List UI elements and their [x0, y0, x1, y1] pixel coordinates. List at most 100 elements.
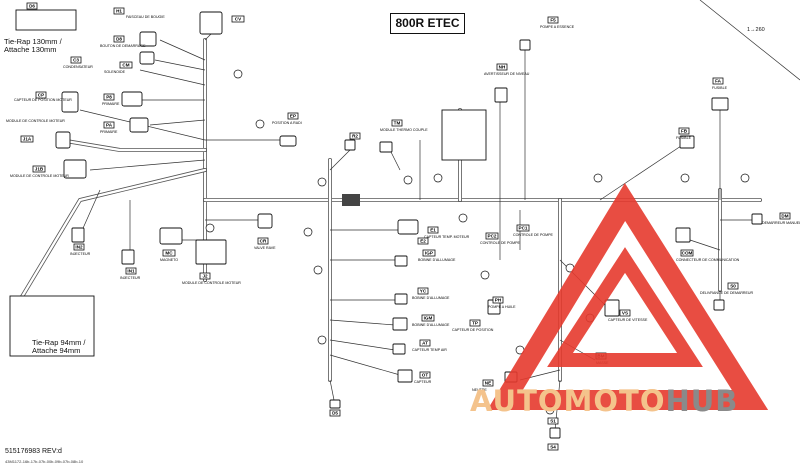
- part-reference: 515176983 REV:d: [5, 448, 62, 455]
- tie-rap-bottom-note: Tie-Rap 94mm / Attache 94mm: [32, 339, 86, 355]
- watermark-text: AUTOMOTOHUB: [470, 384, 738, 418]
- svg-text:D8: D8: [116, 37, 122, 42]
- svg-text:CAPTEUR DE VITESSE: CAPTEUR DE VITESSE: [608, 318, 648, 322]
- svg-text:MODULE DE CONTROLE MOTEUR: MODULE DE CONTROLE MOTEUR: [182, 281, 241, 285]
- tag-fa: FA FUSIBLE: [712, 77, 728, 90]
- svg-text:MAGNETO: MAGNETO: [160, 258, 178, 262]
- svg-text:H1: H1: [116, 9, 122, 14]
- svg-text:E1: E1: [430, 228, 436, 233]
- svg-text:CONNECTEUR DE COMMUNICATION: CONNECTEUR DE COMMUNICATION: [676, 258, 740, 262]
- svg-text:CAPTEUR DE POSITION MOTEUR: CAPTEUR DE POSITION MOTEUR: [14, 98, 72, 102]
- svg-text:POSITION A RADI: POSITION A RADI: [272, 121, 302, 125]
- svg-text:POMPE A ESSENCE: POMPE A ESSENCE: [540, 25, 575, 29]
- tag-d6: D6: [26, 2, 38, 10]
- tag-s4: S4: [547, 443, 559, 451]
- tag-ne: NE NEUTRE: [472, 379, 494, 392]
- svg-text:VALVE RAVE: VALVE RAVE: [254, 246, 276, 250]
- svg-text:S4: S4: [550, 445, 556, 450]
- svg-text:P8: P8: [106, 95, 112, 100]
- svg-text:CONTROLE DE POMPE: CONTROLE DE POMPE: [513, 233, 554, 237]
- tie-rap-bottom-line1: Tie-Rap 94mm /: [32, 338, 86, 347]
- watermark-part2: HUB: [665, 384, 739, 418]
- svg-text:S0: S0: [730, 284, 736, 289]
- svg-text:CONTROLE DE POMPE: CONTROLE DE POMPE: [480, 241, 521, 245]
- svg-text:DM: DM: [781, 214, 788, 219]
- svg-text:FAISCEAU DE BOUGIE: FAISCEAU DE BOUGIE: [126, 15, 165, 19]
- tag-e2: E2: [417, 237, 429, 245]
- svg-text:CR: CR: [260, 239, 267, 244]
- diagram-title: 800R ETEC: [390, 13, 465, 34]
- connector-shapes: [9, 9, 763, 439]
- svg-text:S1: S1: [550, 419, 556, 424]
- tie-rap-top-line1: Tie-Rap 130mm /: [4, 37, 62, 46]
- svg-text:IN1: IN1: [127, 269, 135, 274]
- svg-text:AT: AT: [422, 341, 428, 346]
- svg-text:EP: EP: [290, 114, 296, 119]
- svg-text:R2: R2: [352, 134, 358, 139]
- svg-text:YC: YC: [420, 289, 427, 294]
- svg-text:NEUTRE: NEUTRE: [472, 388, 487, 392]
- svg-text:AVERTISSEUR DE NIVEAU: AVERTISSEUR DE NIVEAU: [484, 72, 530, 76]
- tag-at: AT CAPTEUR TEMP AIR: [412, 339, 447, 352]
- tag-tp: TP CAPTEUR DE POSITION: [452, 319, 494, 332]
- tag-cv: CV: [231, 15, 245, 23]
- svg-text:TM: TM: [394, 121, 401, 126]
- svg-text:J1A: J1A: [23, 137, 32, 142]
- svg-text:C3: C3: [73, 58, 79, 63]
- tag-r2: R2: [349, 132, 361, 140]
- svg-text:CAPTEUR DE POSITION: CAPTEUR DE POSITION: [452, 328, 494, 332]
- tag-d5: D5: [329, 409, 341, 417]
- svg-text:TP: TP: [472, 321, 478, 326]
- page-reference: 1→260: [747, 27, 765, 33]
- svg-text:BOBINE D'ALLUMAGE: BOBINE D'ALLUMAGE: [418, 258, 456, 262]
- svg-text:DEMARREUR MANUEL: DEMARREUR MANUEL: [762, 221, 800, 225]
- svg-text:DELIVRANCE DE DEMARREUR: DELIVRANCE DE DEMARREUR: [700, 291, 754, 295]
- tag-tm: TM MODULE THERMO COUPLE: [380, 119, 428, 132]
- svg-text:PRIMAIRE: PRIMAIRE: [100, 130, 118, 134]
- tag-cr: CR VALVE RAVE: [254, 237, 276, 250]
- svg-text:CV: CV: [235, 17, 242, 22]
- svg-text:PH: PH: [495, 298, 502, 303]
- svg-text:D5: D5: [332, 411, 338, 416]
- svg-text:FB: FB: [681, 129, 688, 134]
- svg-text:CAPTEUR: CAPTEUR: [414, 380, 432, 384]
- svg-text:NE: NE: [485, 381, 491, 386]
- tie-rap-top-line2: Attache 130mm: [4, 45, 57, 54]
- tag-vs: VS CAPTEUR DE VITESSE: [608, 309, 648, 322]
- svg-text:POMPE A HUILE: POMPE A HUILE: [488, 305, 516, 309]
- watermark-part1: AUTOMOTO: [470, 384, 666, 418]
- svg-text:BOUTON DE DEMARRAGE: BOUTON DE DEMARRAGE: [100, 44, 146, 48]
- svg-text:PC2: PC2: [488, 234, 497, 239]
- main-harness: [18, 38, 762, 382]
- tie-rap-top-note: Tie-Rap 130mm / Attache 130mm: [4, 38, 62, 54]
- svg-text:E2: E2: [420, 239, 426, 244]
- svg-text:VS: VS: [622, 311, 628, 316]
- svg-text:INJECTEUR: INJECTEUR: [120, 276, 141, 280]
- svg-text:D6: D6: [29, 4, 35, 9]
- tie-rap-bottom-line2: Attache 94mm: [32, 346, 81, 355]
- svg-text:CONDENSATEUR: CONDENSATEUR: [63, 65, 93, 69]
- svg-text:OT: OT: [422, 373, 429, 378]
- svg-text:J1B: J1B: [35, 167, 44, 172]
- svg-text:CAPTEUR TEMP AIR: CAPTEUR TEMP AIR: [412, 348, 447, 352]
- svg-text:FA: FA: [715, 79, 722, 84]
- svg-text:FUSIBLE: FUSIBLE: [712, 86, 728, 90]
- svg-text:COM: COM: [682, 251, 693, 256]
- svg-text:MODULE THERMO COUPLE: MODULE THERMO COUPLE: [380, 128, 428, 132]
